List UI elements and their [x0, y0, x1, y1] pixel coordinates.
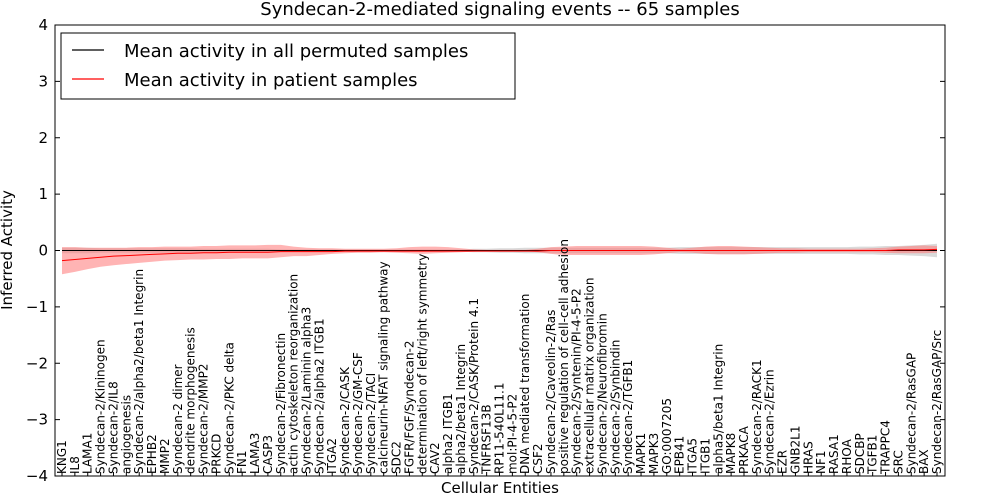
x-tick-label: Syndecan-2/TGFB1	[621, 360, 635, 474]
x-tick-label: RHOA	[840, 438, 854, 474]
x-tick-label: mol:PI-4-5-P2	[505, 394, 519, 474]
chart-title: Syndecan-2-mediated signaling events -- …	[260, 0, 739, 20]
y-axis-label: Inferred Activity	[0, 190, 16, 310]
x-tick-label: Syndecan-2/Ezrin	[763, 369, 777, 474]
x-tick-label: EPB41	[673, 436, 687, 474]
x-tick-label: alpha2 ITGB1	[441, 393, 455, 474]
x-tick-label: LAMA1	[81, 433, 95, 474]
x-tick-label: Syndecan-2/Syntenin/PI-4-5-P2	[570, 288, 584, 474]
x-tick-label: Syndecan-2/TACI	[364, 373, 378, 474]
x-tick-label: ITGA2	[325, 438, 339, 474]
x-tick-label: Syndecan-2/CASK/Protein 4.1	[467, 298, 481, 474]
x-tick-label: CSF2	[531, 443, 545, 474]
x-tick-label: Syndecan-2/GM-CSF	[351, 352, 365, 474]
y-axis: 4 3 2 1 0 −1 −2 −3 −4	[26, 16, 945, 485]
x-tick-label: MAPK8	[724, 433, 738, 474]
x-tick-label: alpha5/beta1 Integrin	[711, 344, 725, 474]
y-tick-label: 4	[38, 16, 48, 34]
x-tick-label: TNFRSF13B	[480, 404, 494, 475]
x-tick-label: DNA mediated transformation	[518, 294, 532, 474]
y-tick-label: −3	[26, 411, 48, 429]
x-tick-label: GO:0007205	[660, 398, 674, 474]
legend-label-permuted: Mean activity in all permuted samples	[124, 41, 468, 62]
x-tick-label: NF1	[814, 450, 828, 474]
x-tick-label: RP11-540L11.1	[493, 383, 507, 474]
x-tick-label: Syndecan-2/Neurofibromin	[595, 313, 609, 474]
x-tick-label: Syndecan-2/CASK	[338, 366, 352, 474]
x-axis-label: Cellular Entities	[441, 479, 559, 497]
x-tick-label: FGFR/FGF/Syndecan-2	[402, 341, 416, 474]
x-tick-label: ITGA5	[686, 438, 700, 474]
x-tick-label: extracellular matrix organization	[583, 278, 597, 475]
x-tick-label: HRAS	[801, 441, 815, 474]
x-tick-label: Syndecan-2/Laminin alpha3	[299, 307, 313, 474]
x-tick-label: Syndecan-2/alpha2 ITGB1	[312, 318, 326, 474]
x-tick-label: Syndecan-2/RasGAP/Src	[930, 330, 944, 474]
x-tick-label: Syndecan-2 dimer	[171, 364, 185, 474]
y-tick-label: −2	[26, 354, 48, 372]
series-line-1	[61, 248, 938, 262]
x-tick-label: actin cytoskeleton reorganization	[287, 274, 301, 474]
legend-box	[60, 32, 516, 100]
y-tick-label: −1	[26, 298, 48, 316]
legend-label-patient: Mean activity in patient samples	[124, 70, 418, 91]
x-tick-label: angiogenesis	[119, 395, 133, 474]
x-tick-label: PRKACA	[737, 425, 751, 474]
x-tick-label: Syndecan-2/alpha2/beta1 Integrin	[132, 269, 146, 474]
y-tick-label: 3	[38, 72, 48, 90]
x-tick-label: SRC	[891, 450, 905, 474]
x-tick-label: KNG1	[55, 440, 69, 474]
x-tick-label: positive regulation of cell-cell adhesio…	[557, 239, 571, 474]
x-tick-label: Syndecan-2/PKC delta	[222, 342, 236, 474]
x-tick-label: Syndecan-2/RasGAP	[904, 353, 918, 474]
x-tick-label: Syndecan-2/IL8	[106, 381, 120, 474]
x-tick-label: FN1	[235, 450, 249, 474]
x-tick-label: Syndecan-2/Kininogen	[94, 339, 108, 474]
series-band-1	[62, 244, 937, 275]
y-tick-label: 2	[38, 129, 48, 147]
y-tick-label: 1	[38, 185, 48, 203]
y-tick-label: 0	[38, 242, 48, 260]
x-tick-label: IL8	[68, 456, 82, 474]
x-tick-label: PRKCD	[209, 434, 223, 474]
x-tick-label: TRAPPC4	[879, 420, 893, 475]
series-lines	[61, 248, 938, 262]
x-tick-label: Syndecan-2/MMP2	[197, 364, 211, 474]
x-tick-label: BAX	[917, 449, 931, 474]
x-tick-label: MAPK3	[647, 433, 661, 474]
x-tick-label: ITGB1	[698, 438, 712, 474]
x-tick-label: calcineurin-NFAT signaling pathway	[377, 261, 391, 474]
x-tick-label: Syndecan-2/RACK1	[750, 359, 764, 474]
x-axis: KNG1IL8LAMA1Syndecan-2/KininogenSyndecan…	[55, 239, 944, 476]
x-tick-label: LAMA3	[248, 433, 262, 474]
x-tick-label: TGFB1	[866, 435, 880, 475]
x-tick-label: Syndecan-2/Synbindin	[608, 340, 622, 474]
x-tick-label: CAV2	[428, 442, 442, 474]
x-tick-label: EPHB2	[145, 434, 159, 474]
confidence-bands	[62, 243, 937, 275]
x-tick-label: EZR	[776, 450, 790, 474]
x-tick-label: MAPK1	[634, 433, 648, 474]
x-tick-label: SDC2	[390, 441, 404, 474]
x-tick-label: GNB2L1	[788, 426, 802, 474]
x-tick-label: Syndecan-2/Fibronectin	[274, 333, 288, 474]
x-tick-label: RASA1	[827, 434, 841, 474]
x-tick-label: MMP2	[158, 438, 172, 474]
legend: Mean activity in all permuted samples Me…	[60, 32, 516, 100]
x-tick-label: determination of left/right symmetry	[415, 254, 429, 474]
x-tick-label: CASP3	[261, 435, 275, 474]
x-tick-label: dendrite morphogenesis	[184, 327, 198, 474]
x-tick-label: alpha2/beta1 Integrin	[454, 344, 468, 474]
x-tick-label: SDCBP	[853, 433, 867, 474]
y-tick-label: −4	[26, 467, 48, 485]
x-tick-label: Syndecan-2/Caveolin-2/Ras	[544, 310, 558, 474]
